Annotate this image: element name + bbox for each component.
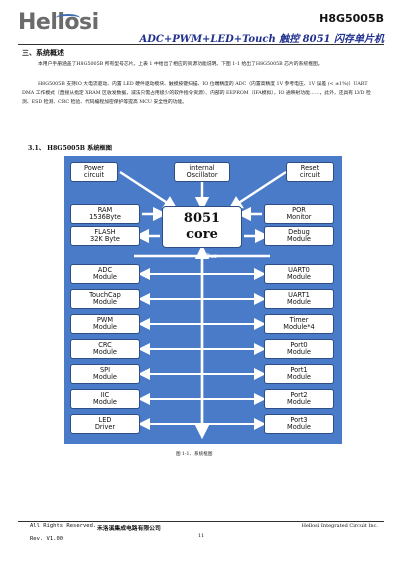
block-label: Monitor: [286, 213, 312, 221]
block-label: Module: [287, 348, 311, 356]
block-label: Module*4: [283, 323, 315, 331]
block-label: PWM: [96, 316, 114, 324]
block-label: internal: [189, 164, 215, 172]
block-label: ADC: [97, 266, 113, 274]
block-label: Module: [93, 273, 117, 281]
block-label: Timer: [289, 316, 309, 324]
footer-version: Rev. V1.00: [30, 536, 64, 542]
footer-divider: [18, 521, 384, 522]
reset-circuit-block: Reset circuit: [286, 162, 334, 182]
logo-arc-icon: [56, 14, 80, 22]
header-divider: [18, 44, 384, 45]
document-subtitle: ADC+PWM+LED+Touch 触控 8051 闪存单片机: [139, 34, 384, 45]
block-label: circuit: [299, 171, 321, 179]
block-label: Module: [287, 373, 311, 381]
footer-company-en: Hellosi Integrated Circuit Inc.: [301, 523, 378, 529]
debug-module-block: Debug Module: [264, 226, 334, 246]
cpu-core-block: 8051 core: [162, 206, 242, 248]
block-label: RAM: [97, 206, 113, 214]
block-label: FLASH: [94, 228, 116, 236]
block-label: Power: [84, 164, 104, 172]
block-label: TouchCap: [89, 291, 121, 299]
footer-rights: All Rights Reserved.: [30, 523, 97, 529]
bus-label: Bus: [206, 253, 218, 260]
footer-company-cn: 禾洛溪集成电路有限公司: [97, 526, 161, 532]
chip-name: H8G5005B: [319, 12, 384, 25]
page-number: 11: [198, 533, 205, 539]
block-label: POR: [292, 206, 306, 214]
logo-text: Hellosi: [18, 10, 99, 35]
ram-block: RAM 1536Byte: [70, 204, 140, 224]
section-title: 三、系统概述: [22, 48, 64, 57]
block-label: Port3: [290, 416, 308, 424]
intro-paragraph: 本用户手册涵盖了H8G5005B 所有型号芯片。上表 1 中给出了相应的资源功能…: [38, 62, 323, 67]
block-label: Module: [93, 323, 117, 331]
block-label: Port1: [290, 366, 308, 374]
core-label: core: [186, 227, 218, 242]
block-label: 1536Byte: [89, 213, 121, 221]
block-label: 32K Byte: [90, 235, 120, 243]
block-label: SPI: [99, 366, 111, 374]
block-label: Driver: [94, 423, 116, 431]
diagram-arrows: [119, 170, 287, 440]
block-label: UART1: [288, 291, 310, 299]
block-label: Module: [287, 298, 311, 306]
block-label: Module: [287, 423, 311, 431]
flash-block: FLASH 32K Byte: [70, 226, 140, 246]
core-label: 8051: [183, 211, 221, 226]
block-label: circuit: [83, 171, 105, 179]
block-label: Module: [287, 273, 311, 281]
block-label: Port2: [290, 391, 308, 399]
block-label: Module: [287, 398, 311, 406]
block-label: Module: [93, 373, 117, 381]
block-label: Module: [93, 398, 117, 406]
reset-to-core-arrow: [227, 170, 287, 210]
system-block-diagram: Power circuit internal Oscillator Reset …: [64, 156, 342, 444]
block-label: Debug: [288, 228, 310, 236]
feature-paragraph: H8G5005B 支持IO 大电流驱动、内置 LED 硬件驱动模块、触摸按键扫描…: [22, 82, 371, 105]
figure-caption: 图 1-1、系统框图: [176, 452, 213, 457]
block-label: Module: [93, 298, 117, 306]
company-logo: Hellosi: [18, 10, 99, 35]
block-label: LED: [98, 416, 112, 424]
power-circuit-block: Power circuit: [70, 162, 118, 182]
power-to-core-arrow: [119, 170, 179, 210]
block-label: Module: [287, 235, 311, 243]
subsection-title: 3.1、 H8G5005B 系统框图: [28, 145, 112, 152]
block-label: UART0: [288, 266, 310, 274]
block-label: Oscillator: [186, 171, 218, 179]
block-label: Reset: [300, 164, 320, 172]
por-monitor-block: POR Monitor: [264, 204, 334, 224]
internal-oscillator-block: internal Oscillator: [174, 162, 230, 182]
block-label: Module: [93, 348, 117, 356]
block-label: Port0: [290, 341, 308, 349]
block-label: IIC: [100, 391, 110, 399]
block-label: CRC: [98, 341, 112, 349]
